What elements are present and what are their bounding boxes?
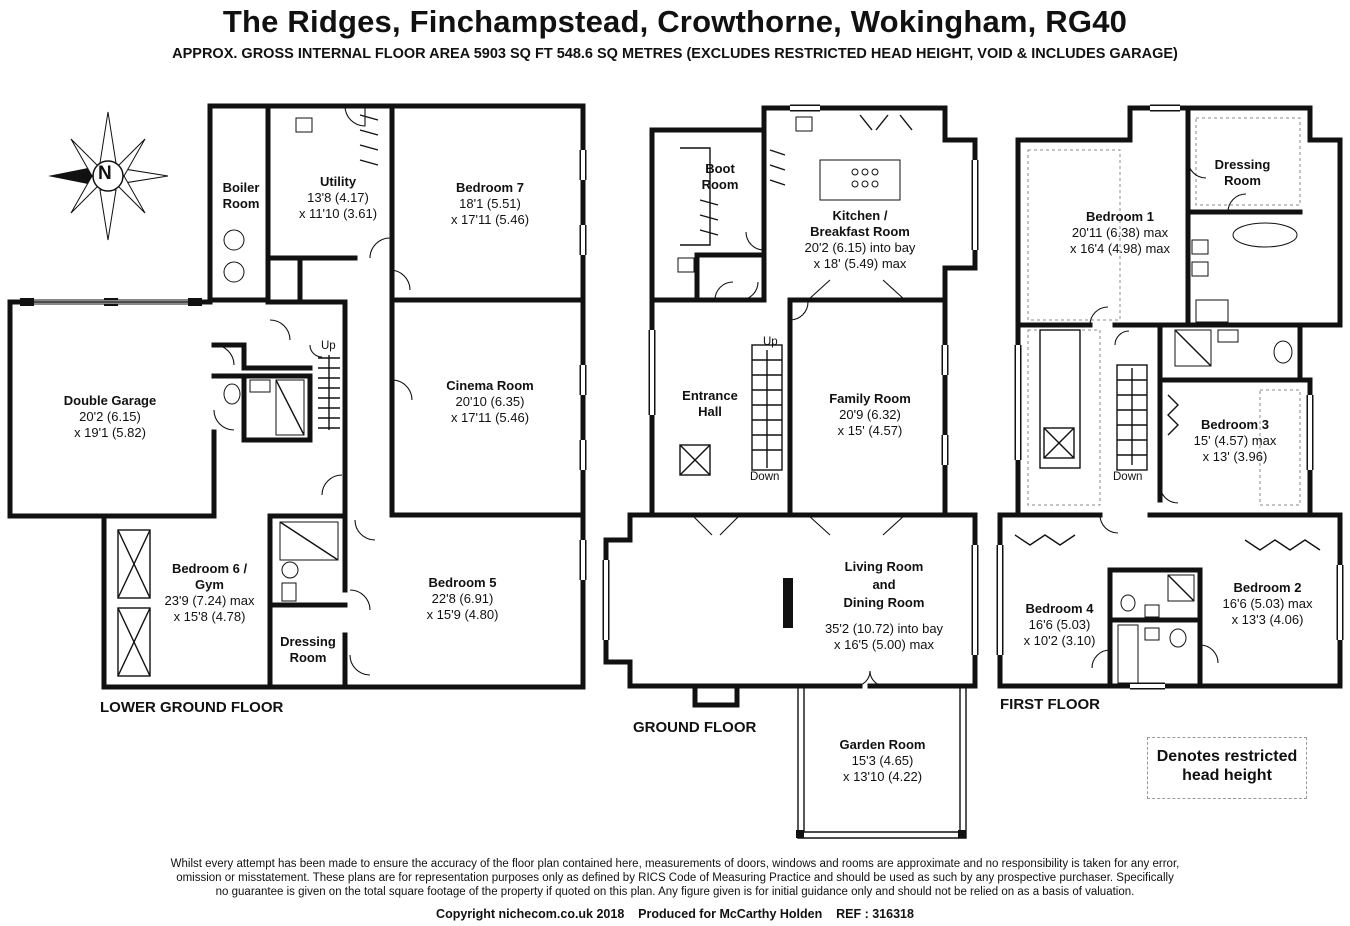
- stairs-up-ground: Up: [763, 336, 778, 348]
- stairs-down-ground: Down: [750, 471, 780, 483]
- stairs-down-first: Down: [1113, 471, 1143, 483]
- lower-ground-floor-plan: [7, 103, 587, 690]
- stairs-up-lower: Up: [321, 340, 336, 352]
- ground-floor-plan: [602, 104, 979, 839]
- ground-floor-label: GROUND FLOOR: [633, 719, 757, 736]
- plan-title: The Ridges, Finchampstead, Crowthorne, W…: [222, 4, 1128, 39]
- first-floor-plan: [996, 104, 1344, 690]
- plan-subtitle: APPROX. GROSS INTERNAL FLOOR AREA 5903 S…: [172, 46, 1178, 62]
- first-floor-label: FIRST FLOOR: [1000, 696, 1100, 713]
- disclaimer-text: Whilst every attempt has been made to en…: [170, 858, 1180, 898]
- copyright-line: Copyright nichecom.co.uk 2018 Produced f…: [436, 907, 914, 921]
- lower-ground-floor-label: LOWER GROUND FLOOR: [100, 699, 284, 716]
- compass-north-label: N: [98, 163, 112, 184]
- compass-rose-icon: [48, 111, 169, 241]
